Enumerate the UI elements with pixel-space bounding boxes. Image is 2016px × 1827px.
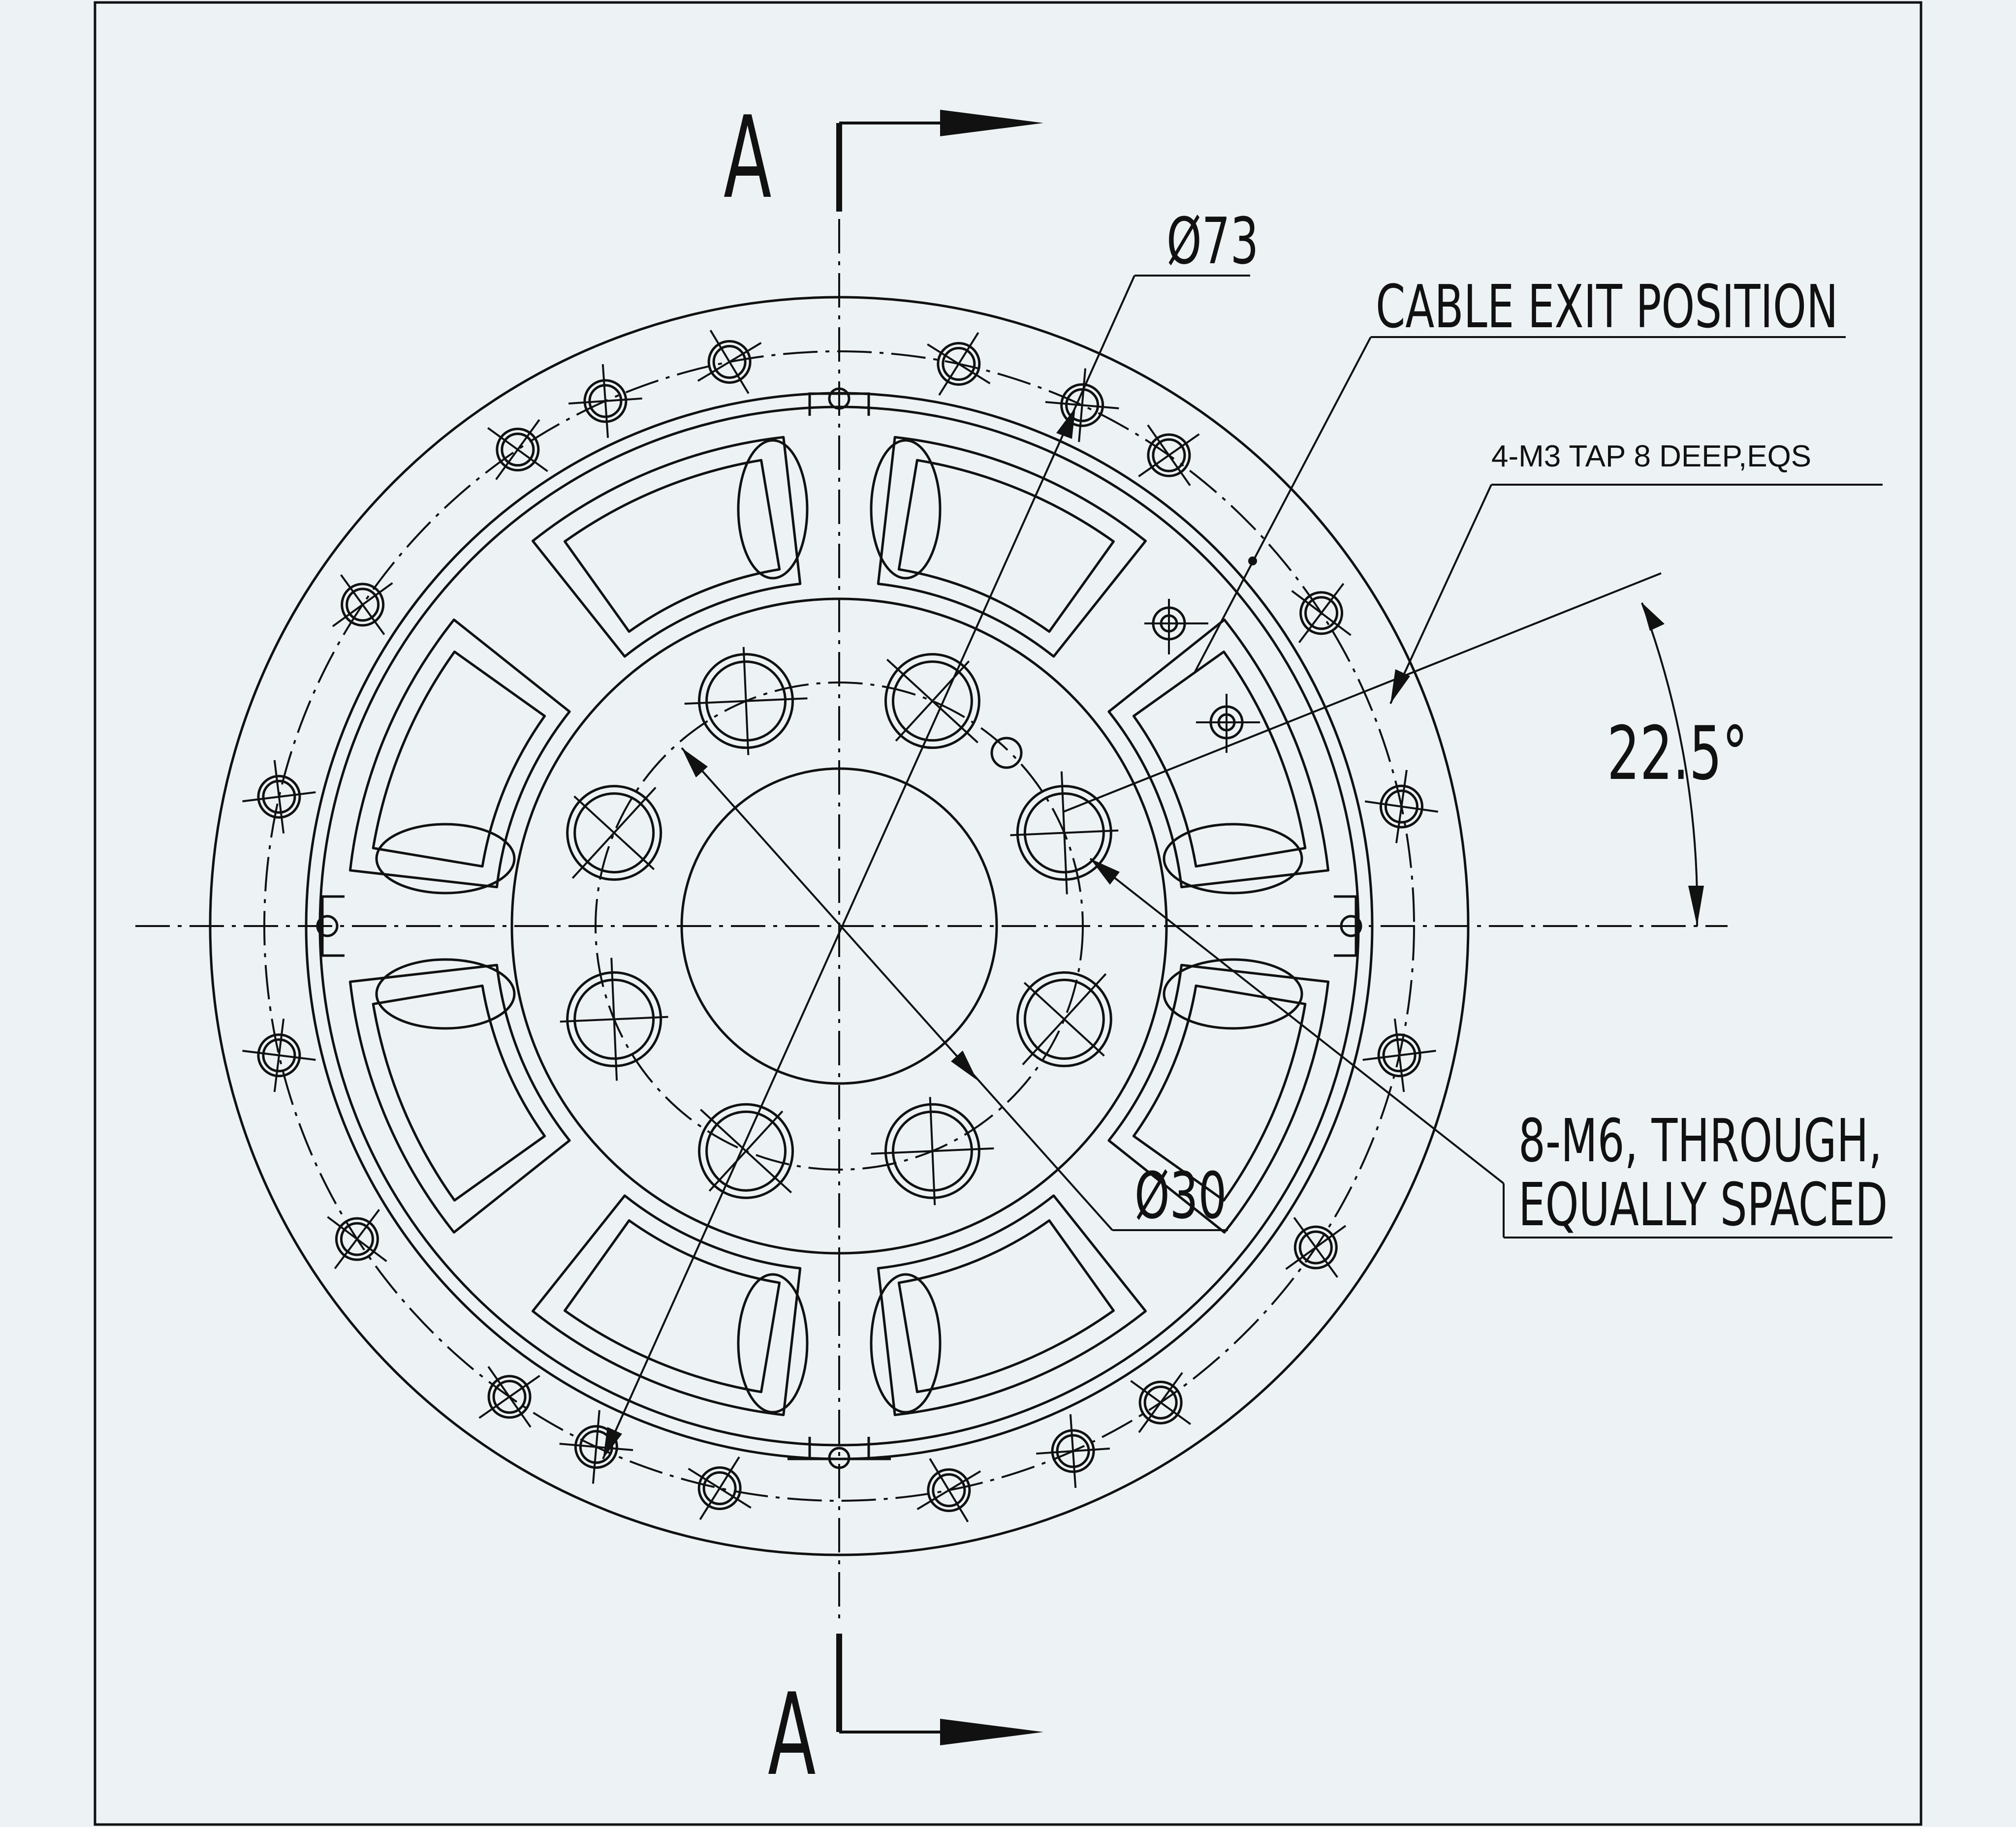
m6-hole [566,785,662,881]
m6-through-holes [560,647,1119,1206]
bolt-hole [1036,1414,1110,1488]
rib-pocket [877,435,1147,658]
callout-m3-taps: 4-M3 TAP 8 DEEP,EQS [1389,439,1883,704]
callout-m6-holes: 8-M6, THROUGH, EQUALLY SPACED [1089,858,1892,1239]
bolt-hole [927,332,991,396]
m6-hole [1010,771,1119,895]
m6-hole [698,1103,794,1199]
spoke-lobe [870,439,942,580]
section-label-bottom: A [768,1669,816,1801]
bolt-hole [1291,583,1352,644]
bolt-hole [1138,424,1200,486]
center-lines [135,219,1728,1624]
bolt-hole [568,364,642,438]
bolt-hole [332,574,393,635]
bolt-hole [1362,1019,1436,1092]
spoke-lobe [375,958,516,1030]
cable-exit-label: CABLE EXIT POSITION [1376,273,1838,341]
bolt-hole [478,1366,540,1428]
flange-outlines [209,296,1470,1556]
spoke-lobe [1163,823,1303,895]
spoke-lobe [1163,958,1303,1030]
rib-pocket [1107,963,1330,1234]
bolt-hole [1285,1217,1347,1278]
bolt-hole [697,330,762,394]
section-indicator-bottom: A [768,1634,1043,1801]
callout-cable-exit: CABLE EXIT POSITION [1194,273,1846,672]
m6-hole [884,653,980,749]
bolt-hole [327,1208,387,1270]
bolt-hole [688,1456,752,1520]
bolt-hole [242,1019,316,1092]
dimension-angle: 22.5° [1063,572,1748,927]
rib-pocket [1107,618,1330,889]
rib-pocket [531,1194,802,1417]
angle-label: 22.5° [1607,711,1748,797]
m6-hole [560,958,668,1081]
m6-hole [871,1097,994,1206]
outer-diameter-label: Ø73 [1166,205,1259,279]
m6-hole [684,647,808,755]
outer-bolt-holes [242,330,1439,1522]
inner-diameter-label: Ø30 [1134,1159,1227,1234]
rib-pockets [348,435,1330,1417]
m6-holes-label-line1: 8-M6, THROUGH, [1518,1107,1882,1176]
m6-hole [1016,971,1112,1067]
spoke-lobe [737,439,809,580]
spoke-lobe [870,1273,942,1414]
tap-holes [990,599,1260,769]
bolt-hole [1045,368,1119,442]
rib-pocket [348,618,571,889]
bolt-hole [242,760,316,834]
dimension-inner-diameter: Ø30 [681,747,1228,1234]
spoke-lobe [375,823,516,895]
rib-pocket [348,963,571,1234]
rib-pocket [531,435,802,658]
bolt-hole [1364,770,1439,843]
bolt-hole [487,419,548,480]
drawing-border [94,1,1922,1826]
rib-pocket [877,1194,1147,1417]
locating-notches [316,387,1362,1469]
m6-holes-label-line2: EQUALLY SPACED [1518,1171,1888,1239]
section-label-top: A [724,92,772,224]
section-indicator-top: A [724,92,1043,224]
bolt-hole [916,1458,981,1522]
m3-taps-label: 4-M3 TAP 8 DEEP,EQS [1491,439,1811,473]
dimension-outer-diameter: Ø73 [602,205,1259,1459]
bolt-hole [1130,1372,1192,1433]
spoke-lobe [737,1273,809,1414]
